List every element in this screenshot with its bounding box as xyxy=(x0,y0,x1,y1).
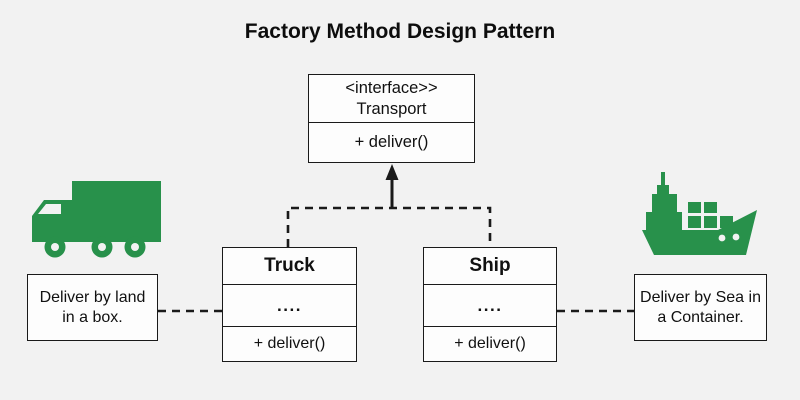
class-ship-box: Ship .... + deliver() xyxy=(423,247,557,362)
interface-stereotype: <interface>> xyxy=(345,79,438,98)
class-ship-name: Ship xyxy=(469,255,511,276)
class-ship-method: + deliver() xyxy=(424,326,556,361)
interface-name: Transport xyxy=(356,99,427,118)
class-truck-field: .... xyxy=(223,284,356,326)
interface-header: <interface>> Transport xyxy=(309,75,474,122)
class-truck-name: Truck xyxy=(264,255,315,276)
ship-note-box: Deliver by Sea in a Container. xyxy=(634,274,767,341)
truck-note-box: Deliver by land in a box. xyxy=(27,274,158,341)
interface-method: + deliver() xyxy=(309,122,474,162)
page-title: Factory Method Design Pattern xyxy=(244,20,556,43)
ship-icon xyxy=(642,172,757,255)
class-truck-method: + deliver() xyxy=(223,326,356,361)
inheritance-arrow-head xyxy=(385,164,399,180)
class-ship-field: .... xyxy=(424,284,556,326)
truck-icon xyxy=(32,181,161,258)
class-truck-box: Truck .... + deliver() xyxy=(222,247,357,362)
hierarchy-dashed-connector xyxy=(286,206,492,247)
interface-transport-box: <interface>> Transport + deliver() xyxy=(308,74,475,163)
